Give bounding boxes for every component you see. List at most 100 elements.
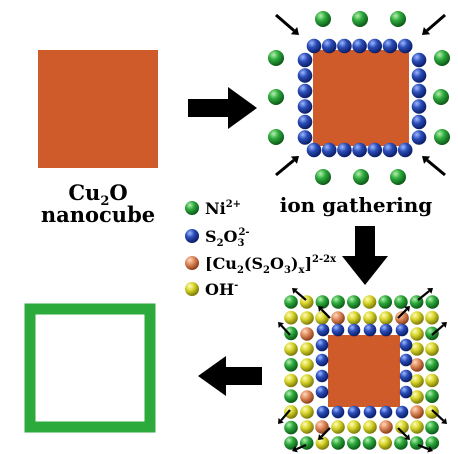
migration-arrow-shaft [431, 324, 445, 336]
hydroxide-ion [410, 342, 424, 356]
hydroxide-ion [410, 374, 424, 388]
thiosulfate-ion [382, 38, 398, 54]
hydroxide-ion [410, 311, 424, 325]
stage3-etching [278, 288, 447, 453]
migration-arrow-shaft [431, 409, 445, 422]
migration-arrow-head [404, 434, 410, 440]
hydroxide-ion [410, 390, 424, 404]
thiosulfate-ion [315, 369, 329, 383]
hydroxide-ion [300, 358, 314, 372]
migration-arrow-shaft [294, 290, 307, 301]
thiosulfate-ion [321, 142, 337, 158]
hydroxide-ion [378, 436, 393, 450]
hydroxide-ion [425, 373, 439, 388]
hydroxide-ion [284, 405, 298, 419]
migration-arrow-head [422, 27, 431, 35]
hydroxide-ion [300, 405, 314, 419]
thiosulfate-ion [352, 142, 367, 158]
migration-arrow-head [318, 434, 324, 440]
ni-ion [284, 358, 298, 372]
ni-ion [425, 420, 439, 435]
migration-arrow-head [427, 445, 433, 453]
stage2-label: ion gathering [280, 193, 433, 217]
process-arrow-down [342, 226, 388, 285]
thiosulfate-ion [411, 83, 427, 99]
ni-ion [409, 436, 424, 450]
thiosulfate-ion [352, 38, 367, 54]
migration-arrow-head [427, 288, 433, 294]
thiosulfate-ion [382, 142, 398, 158]
thiosulfate-ion [337, 38, 352, 54]
ni-ion [434, 50, 450, 66]
cu-thiosulfate-complex [331, 311, 345, 325]
migration-arrow-head [441, 322, 447, 328]
ni-ion [284, 436, 298, 450]
hydroxide-ion [331, 420, 345, 434]
thiosulfate-ion [379, 323, 393, 337]
hydroxide-ion [363, 311, 377, 325]
thiosulfate-ion [347, 405, 361, 419]
migration-arrow-head [422, 156, 431, 164]
thiosulfate-ion [315, 353, 329, 367]
ni-ion [433, 89, 449, 105]
thiosulfate-ion [297, 99, 313, 114]
migration-arrow-head [441, 418, 447, 424]
migration-arrow-shaft [275, 159, 295, 177]
migration-arrow-shaft [417, 290, 430, 301]
thiosulfate-ion [297, 114, 313, 130]
ni-ion [352, 11, 368, 27]
thiosulfate-ion [395, 405, 409, 419]
ni-ion [331, 436, 345, 450]
thiosulfate-ion [411, 52, 427, 68]
thiosulfate-ion [315, 385, 329, 399]
thiosulfate-ion [363, 405, 377, 419]
ni-ion [315, 295, 330, 309]
hydroxide-ion [300, 420, 314, 434]
thiosulfate-ion [399, 338, 413, 352]
cu-thiosulfate-complex [300, 390, 314, 404]
cu-thiosulfate-complex [410, 358, 424, 372]
hydroxide-ion [425, 310, 439, 325]
thiosulfate-ion [411, 68, 427, 83]
thiosulfate-ion [306, 142, 322, 158]
legend-ni-marker [185, 201, 199, 215]
cu-thiosulfate-complex [300, 327, 314, 341]
thiosulfate-ion [331, 405, 345, 419]
cu-thiosulfate-complex [410, 405, 424, 419]
thiosulfate-ion [337, 142, 352, 158]
migration-arrow-shaft [320, 308, 331, 319]
thiosulfate-ion [347, 323, 361, 337]
migration-arrow-head [318, 306, 324, 312]
stage1-label-formula: Cu2O [68, 180, 127, 209]
legend-oh-label: OH- [205, 280, 238, 299]
ni-ion [390, 11, 406, 27]
thiosulfate-ion [367, 142, 383, 158]
migration-arrow-head [292, 288, 298, 294]
hydroxide-ion [410, 327, 424, 341]
migration-arrow-shaft [280, 324, 291, 336]
hydroxide-ion [347, 420, 361, 434]
ni-ion [378, 295, 393, 309]
ni-ion [394, 295, 408, 309]
thiosulfate-ion [297, 83, 313, 99]
ni-ion [284, 295, 298, 309]
hydroxide-ion [284, 342, 298, 356]
ni-ion [347, 436, 361, 450]
ni-ion [268, 129, 284, 145]
ni-ion [315, 11, 331, 27]
cu-thiosulfate-complex [315, 420, 329, 434]
thiosulfate-ion [297, 68, 313, 83]
hydroxide-ion [300, 374, 314, 388]
ni-ion [390, 169, 406, 185]
migration-arrow-head [290, 156, 299, 164]
process-arrow-left [198, 356, 262, 396]
thiosulfate-ion [411, 130, 427, 145]
thiosulfate-ion [397, 142, 413, 158]
legend-oh-marker [185, 282, 199, 296]
legend-thiosulfate-marker [185, 229, 199, 243]
thiosulfate-ion [316, 405, 330, 419]
ni-ion [331, 295, 345, 309]
migration-arrow-shaft [275, 13, 296, 32]
migration-arrow-shaft [417, 443, 429, 451]
cube-core [328, 335, 400, 407]
